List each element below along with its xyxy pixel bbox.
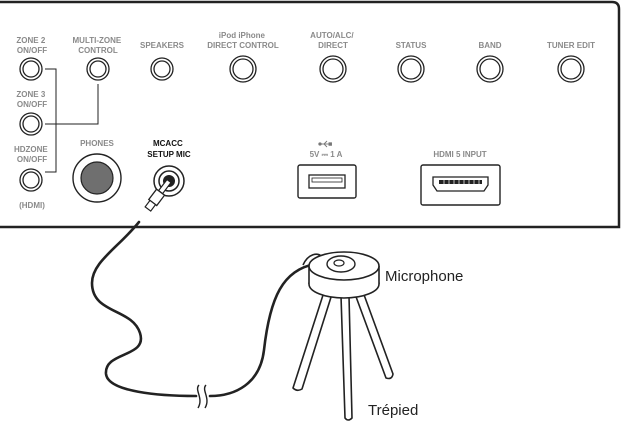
microphone-callout: Microphone: [385, 268, 463, 285]
speakers-button[interactable]: [150, 57, 174, 81]
hdmi-5-input-label: HDMI 5 INPUT: [433, 150, 486, 159]
tuner-edit-button[interactable]: [557, 55, 585, 83]
zone-bracket-line: [45, 68, 99, 173]
hdzone-button[interactable]: [19, 168, 43, 192]
auto-alc-direct-button[interactable]: [319, 55, 347, 83]
zone3-button[interactable]: [19, 112, 43, 136]
cable-break-symbol: [196, 384, 208, 409]
phones-jack[interactable]: [72, 153, 122, 203]
multi-zone-button[interactable]: [86, 57, 110, 81]
zone3-label: ZONE 3 ON/OFF: [16, 90, 47, 109]
hdmi-input-port[interactable]: [420, 164, 501, 206]
tuner-edit-label: TUNER EDIT: [547, 41, 595, 50]
zone2-button[interactable]: [19, 57, 43, 81]
usb-port[interactable]: [297, 164, 357, 199]
hdzone-label: HDZONE ON/OFF: [14, 145, 50, 164]
mic-plug: [144, 178, 172, 212]
zone2-label: ZONE 2 ON/OFF: [16, 36, 47, 55]
phones-label: PHONES: [80, 139, 114, 148]
microphone-unit: [302, 251, 380, 299]
speakers-label: SPEAKERS: [140, 41, 185, 50]
ipod-label: iPod iPhone DIRECT CONTROL: [207, 31, 279, 50]
band-label: BAND: [478, 41, 501, 50]
tripod-callout: Trépied: [368, 402, 418, 419]
ipod-direct-control-button[interactable]: [229, 55, 257, 83]
multi-zone-label: MULTI-ZONE CONTROL: [73, 36, 124, 55]
status-label: STATUS: [396, 41, 427, 50]
usb-power-label: 5V ⎓ 1 A: [310, 150, 343, 159]
mcacc-setup-mic-label: MCACC SETUP MIC: [147, 139, 191, 159]
band-button[interactable]: [476, 55, 504, 83]
auto-alc-direct-label: AUTO/ALC/ DIRECT: [310, 31, 356, 50]
status-button[interactable]: [397, 55, 425, 83]
usb-icon: [318, 140, 332, 148]
tripod: [292, 291, 394, 421]
mic-cable-segment-b: [208, 262, 317, 398]
hdmi-note-label: (HDMI): [19, 201, 45, 210]
front-panel-outline: [0, 0, 621, 229]
mic-cable-segment-a: [90, 220, 198, 398]
